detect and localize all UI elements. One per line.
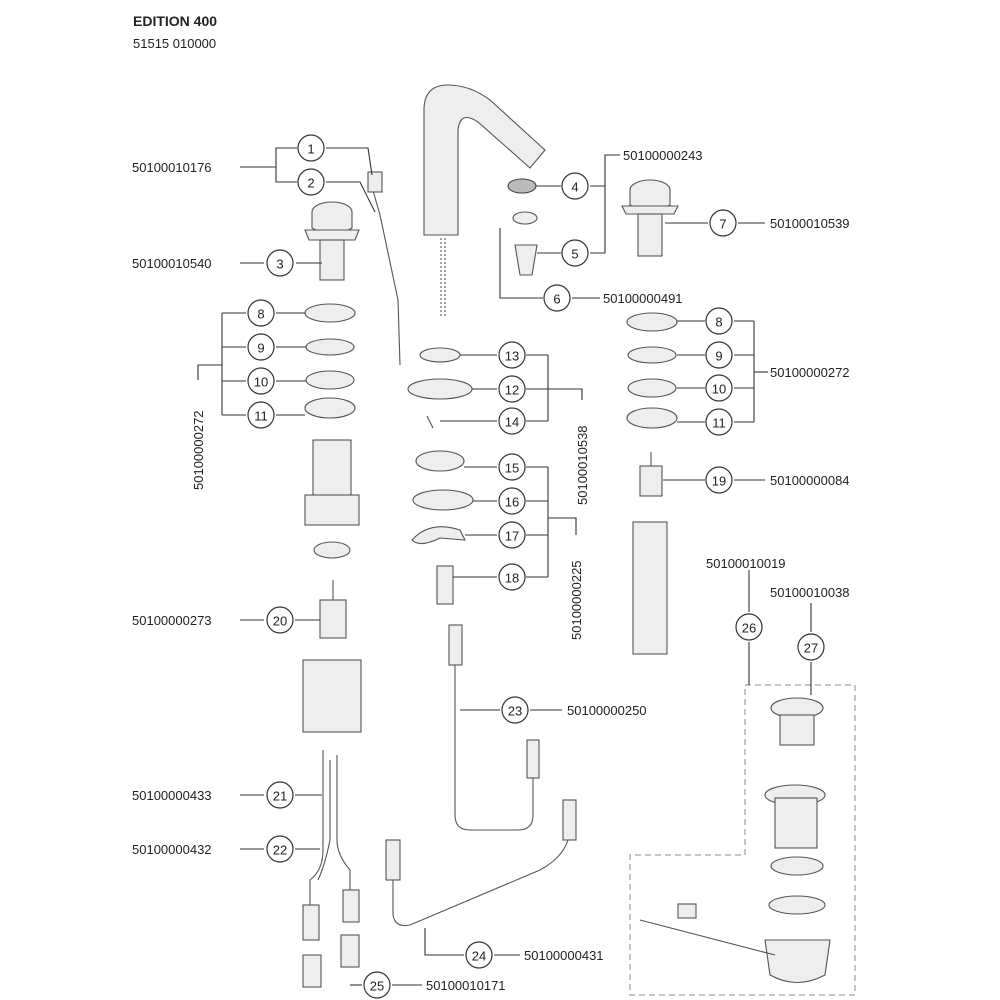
code-50100010176: 50100010176 bbox=[132, 160, 212, 175]
code-50100000225: 50100000225 bbox=[569, 560, 584, 640]
code-50100000433: 50100000433 bbox=[132, 788, 212, 803]
svg-text:13: 13 bbox=[505, 349, 519, 364]
callout-11-right: 11 bbox=[705, 408, 733, 436]
svg-text:1: 1 bbox=[307, 142, 314, 157]
svg-text:14: 14 bbox=[505, 415, 519, 430]
svg-text:4: 4 bbox=[571, 180, 578, 195]
code-50100000084: 50100000084 bbox=[770, 473, 850, 488]
diagram-subtitle: 51515 010000 bbox=[133, 36, 216, 51]
callouts: 1 2 3 4 5 6 7 8 9 10 11 8 9 10 11 13 12 … bbox=[247, 134, 825, 999]
svg-text:22: 22 bbox=[273, 843, 287, 858]
svg-text:15: 15 bbox=[505, 461, 519, 476]
code-50100000431: 50100000431 bbox=[524, 948, 604, 963]
svg-text:9: 9 bbox=[715, 349, 722, 364]
callout-11-left: 11 bbox=[247, 401, 275, 429]
svg-text:2: 2 bbox=[307, 176, 314, 191]
callout-27: 27 bbox=[797, 633, 825, 661]
part-codes: 50100010176 50100010540 50100000243 5010… bbox=[132, 148, 850, 993]
code-50100010539: 50100010539 bbox=[770, 216, 850, 231]
callout-2: 2 bbox=[297, 168, 325, 196]
svg-text:19: 19 bbox=[712, 474, 726, 489]
code-50100000250: 50100000250 bbox=[567, 703, 647, 718]
svg-text:7: 7 bbox=[719, 217, 726, 232]
svg-text:20: 20 bbox=[273, 614, 287, 629]
callout-9-left: 9 bbox=[247, 333, 275, 361]
callout-19: 19 bbox=[705, 466, 733, 494]
svg-text:23: 23 bbox=[508, 704, 522, 719]
svg-text:25: 25 bbox=[370, 979, 384, 994]
svg-text:10: 10 bbox=[254, 375, 268, 390]
svg-text:11: 11 bbox=[712, 416, 726, 431]
callout-10-right: 10 bbox=[705, 374, 733, 402]
svg-text:5: 5 bbox=[571, 247, 578, 262]
callout-7: 7 bbox=[709, 209, 737, 237]
callout-22: 22 bbox=[266, 835, 294, 863]
callout-18: 18 bbox=[498, 563, 526, 591]
svg-text:27: 27 bbox=[804, 641, 818, 656]
callout-10-left: 10 bbox=[247, 367, 275, 395]
callout-20: 20 bbox=[266, 606, 294, 634]
svg-text:21: 21 bbox=[273, 789, 287, 804]
callout-21: 21 bbox=[266, 781, 294, 809]
code-50100000273: 50100000273 bbox=[132, 613, 212, 628]
callout-8-left: 8 bbox=[247, 299, 275, 327]
svg-text:9: 9 bbox=[257, 341, 264, 356]
callout-23: 23 bbox=[501, 696, 529, 724]
code-50100010171: 50100010171 bbox=[426, 978, 506, 993]
code-50100000272-left: 50100000272 bbox=[191, 410, 206, 490]
callout-24: 24 bbox=[465, 941, 493, 969]
svg-text:11: 11 bbox=[254, 409, 268, 424]
svg-text:10: 10 bbox=[712, 382, 726, 397]
callout-6: 6 bbox=[543, 284, 571, 312]
svg-text:17: 17 bbox=[505, 529, 519, 544]
callout-12: 12 bbox=[498, 375, 526, 403]
svg-text:24: 24 bbox=[472, 949, 486, 964]
callout-15: 15 bbox=[498, 453, 526, 481]
svg-text:3: 3 bbox=[276, 257, 283, 272]
code-50100010019: 50100010019 bbox=[706, 556, 786, 571]
part-drawings bbox=[302, 84, 856, 996]
drain-kit-outline bbox=[629, 684, 856, 996]
callout-5: 5 bbox=[561, 239, 589, 267]
code-50100000272-right: 50100000272 bbox=[770, 365, 850, 380]
callout-26: 26 bbox=[735, 613, 763, 641]
spout bbox=[423, 84, 546, 236]
svg-text:8: 8 bbox=[715, 315, 722, 330]
svg-text:16: 16 bbox=[505, 495, 519, 510]
callout-8-right: 8 bbox=[705, 307, 733, 335]
leader-lines bbox=[197, 147, 812, 986]
callout-4: 4 bbox=[561, 172, 589, 200]
callout-16: 16 bbox=[498, 487, 526, 515]
svg-text:8: 8 bbox=[257, 307, 264, 322]
callout-17: 17 bbox=[498, 521, 526, 549]
svg-text:12: 12 bbox=[505, 383, 519, 398]
code-50100000491: 50100000491 bbox=[603, 291, 683, 306]
code-50100010038: 50100010038 bbox=[770, 585, 850, 600]
callout-13: 13 bbox=[498, 341, 526, 369]
callout-25: 25 bbox=[363, 971, 391, 999]
code-50100010538: 50100010538 bbox=[575, 425, 590, 505]
callout-9-right: 9 bbox=[705, 341, 733, 369]
svg-text:26: 26 bbox=[742, 621, 756, 636]
callout-14: 14 bbox=[498, 407, 526, 435]
svg-text:6: 6 bbox=[553, 292, 560, 307]
callout-1: 1 bbox=[297, 134, 325, 162]
code-50100010540: 50100010540 bbox=[132, 256, 212, 271]
callout-3: 3 bbox=[266, 249, 294, 277]
code-50100000243: 50100000243 bbox=[623, 148, 703, 163]
diagram-title: EDITION 400 bbox=[133, 13, 217, 29]
code-50100000432: 50100000432 bbox=[132, 842, 212, 857]
svg-text:18: 18 bbox=[505, 571, 519, 586]
